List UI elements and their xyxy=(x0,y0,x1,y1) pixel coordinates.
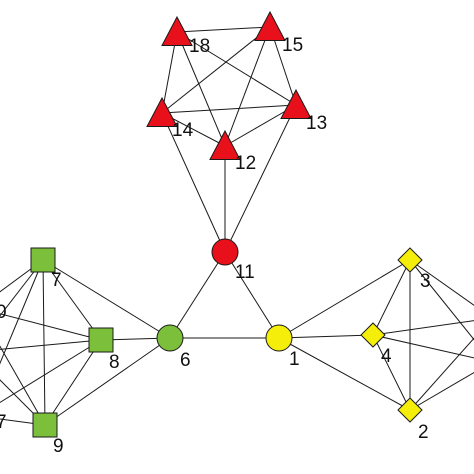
node-6-circle xyxy=(156,324,184,352)
edge-8-g_left_top xyxy=(0,313,102,341)
edge-9-g_left_top xyxy=(0,345,46,426)
edge-3-y_right_bot xyxy=(409,259,474,341)
node-1-circle xyxy=(265,324,293,352)
node-9-square xyxy=(32,412,58,438)
node-14-triangle xyxy=(146,96,178,127)
edge-1-4 xyxy=(278,334,374,339)
node-3-diamond xyxy=(397,247,423,273)
edge-7-g_left_bot xyxy=(0,259,44,365)
edge-7-g_left_mid xyxy=(0,259,44,317)
edge-18-15 xyxy=(176,26,271,33)
edge-2-y_right_bot xyxy=(409,371,474,411)
node-15-triangle xyxy=(254,10,286,41)
edge-6-9 xyxy=(44,337,171,426)
edge-1-3 xyxy=(278,259,411,339)
edge-4-y_right_top xyxy=(372,320,474,336)
edges-layer xyxy=(0,26,474,426)
edge-4-2 xyxy=(372,334,411,411)
edge-7-8 xyxy=(42,259,102,341)
node-label-4: 4 xyxy=(381,346,392,367)
node-label-9: 9 xyxy=(53,436,64,457)
edge-15-14 xyxy=(161,26,271,114)
edge-14-11 xyxy=(161,112,226,253)
node-13-triangle xyxy=(280,88,312,119)
node-label-13: 13 xyxy=(306,113,327,134)
node-label-14: 14 xyxy=(172,120,194,141)
node-label-18: 18 xyxy=(189,36,210,57)
node-label-8: 8 xyxy=(109,352,120,373)
node-label-12: 12 xyxy=(235,153,256,174)
edge-11-1 xyxy=(224,251,280,339)
edge-3-y_right_top xyxy=(409,259,474,306)
node-label-7: 7 xyxy=(51,270,62,291)
edge-1-2 xyxy=(278,337,411,411)
edge-8-g_left_mid xyxy=(0,339,102,350)
edge-7-9 xyxy=(42,259,46,426)
edge-18-12 xyxy=(176,31,226,147)
edge-2-y_right_top xyxy=(409,337,474,411)
edge-14-13 xyxy=(161,104,297,114)
node-label-11: 11 xyxy=(235,262,255,283)
node-label-6: 6 xyxy=(180,350,191,371)
node-label-1: 1 xyxy=(289,349,300,370)
edge-15-12 xyxy=(224,26,271,147)
edge-8-9 xyxy=(44,339,102,426)
node-label-g_left_top: 0 xyxy=(0,302,7,323)
node-2-diamond xyxy=(397,397,423,423)
node-label-g_left_bot: 7 xyxy=(0,412,7,433)
node-18-triangle xyxy=(161,15,193,46)
edge-18-13 xyxy=(176,31,297,106)
edge-4-y_right_bot xyxy=(372,334,474,359)
node-7-square xyxy=(30,247,56,273)
node-label-2: 2 xyxy=(418,422,429,443)
edge-13-11 xyxy=(224,104,297,253)
edge-6-7 xyxy=(42,259,171,339)
nodes-layer xyxy=(30,10,423,438)
edge-11-6 xyxy=(169,251,226,339)
node-8-square xyxy=(88,327,114,353)
node-label-3: 3 xyxy=(420,271,431,292)
node-12-triangle xyxy=(209,129,241,160)
edge-3-4 xyxy=(372,259,411,336)
edge-8-g_left_bot xyxy=(0,339,102,403)
node-4-diamond xyxy=(360,322,386,348)
node-label-15: 15 xyxy=(282,35,303,56)
node-11-circle xyxy=(211,238,239,266)
